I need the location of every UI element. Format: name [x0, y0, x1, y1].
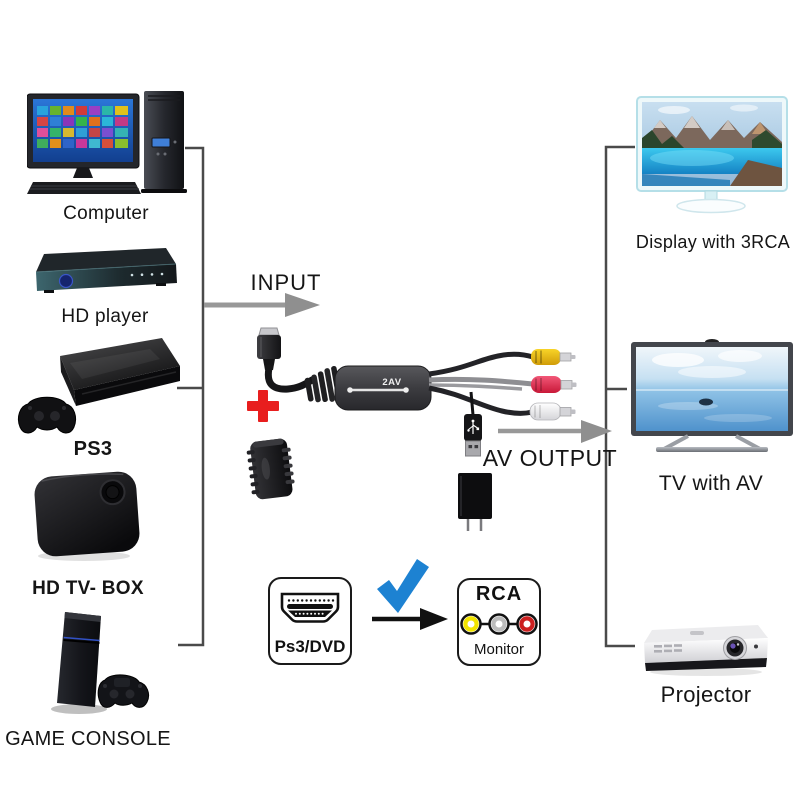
compat-arrow-icon	[372, 608, 448, 630]
converter-body-label: 2AV	[382, 377, 401, 388]
ps3-image	[17, 338, 180, 434]
power-adapter	[458, 473, 492, 531]
tv-av-image	[631, 339, 793, 452]
rca-target-box: RCA Monitor	[457, 578, 541, 666]
hdmi-source-box-label: Ps3/DVD	[274, 637, 346, 656]
av-output-arrow	[498, 420, 612, 443]
check-icon	[377, 559, 429, 613]
output-label-display-3rca: Display with 3RCA	[635, 232, 791, 252]
rca-plug-yellow	[531, 349, 576, 365]
hd-player-image	[35, 248, 177, 293]
rca-target-box-label: Monitor	[473, 641, 525, 658]
hdmi-source-box: Ps3/DVD	[268, 577, 352, 665]
game-console-image	[51, 612, 150, 714]
ps4-controller	[97, 674, 150, 708]
source-label-ps3: PS3	[73, 438, 113, 460]
rca-plug-white	[529, 402, 576, 421]
source-label-hd-tv-box: HD TV- BOX	[32, 578, 144, 599]
source-label-hd-player: HD player	[61, 306, 149, 327]
display-3rca-image	[636, 96, 788, 214]
av-output-label: AV OUTPUT	[482, 445, 618, 471]
rca-target-box-title: RCA	[475, 583, 523, 605]
hdmi-port-icon	[280, 592, 340, 623]
ps3-controller	[17, 396, 77, 434]
usb-plug	[464, 414, 482, 457]
rca-jacks-icon	[460, 612, 538, 635]
source-label-game-console: GAME CONSOLE	[5, 728, 171, 750]
source-label-computer: Computer	[63, 203, 149, 224]
rca-plug-red	[531, 376, 577, 393]
hdmi-coupler	[246, 438, 295, 500]
output-label-tv-av: TV with AV	[658, 472, 764, 495]
converter-body: 2AV	[334, 365, 432, 411]
hdmi-plug	[257, 327, 281, 370]
projector-image	[644, 625, 768, 676]
converter-cable-image: 2AV	[246, 327, 577, 531]
plus-icon	[247, 390, 279, 422]
computer-image	[27, 91, 187, 194]
input-label: INPUT	[250, 270, 322, 295]
hd-tv-box-image	[34, 471, 140, 561]
output-label-projector: Projector	[660, 682, 752, 707]
input-arrow	[204, 293, 320, 317]
